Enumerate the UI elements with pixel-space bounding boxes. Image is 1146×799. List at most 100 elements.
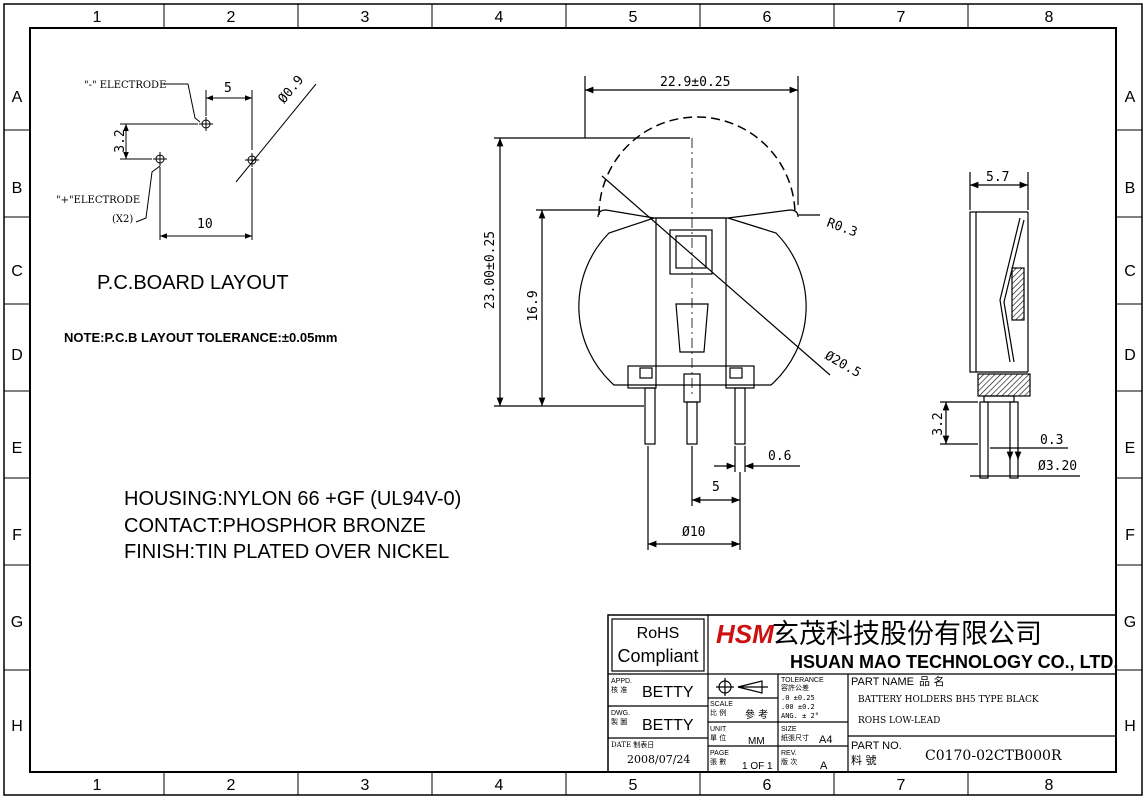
title-block: RoHS Compliant HSM 玄茂科技股份有限公司 HSUAN MAO …: [611, 619, 1118, 772]
size-label: SIZE: [781, 726, 797, 733]
date-value: 2008/07/24: [627, 753, 690, 766]
dim-side-width: 5.7: [986, 170, 1009, 185]
unit-value: MM: [748, 736, 765, 747]
part-name-cn: 品 名: [919, 674, 945, 688]
appd-name: BETTY: [642, 684, 694, 701]
page-label: PAGE: [710, 750, 729, 757]
dim-10: 10: [197, 217, 213, 232]
side-view: [940, 172, 1080, 479]
page-value: 1 OF 1: [742, 761, 773, 772]
dim-inner-height: 16.9: [526, 290, 541, 321]
col-label-bottom: 6: [763, 777, 772, 794]
tol-3: ANG. ± 2°: [781, 712, 819, 720]
row-label-right: G: [1124, 614, 1136, 631]
dim-thickness: 0.3: [1040, 433, 1063, 448]
rohs-line2: Compliant: [617, 646, 698, 666]
part-name-2: ROHS LOW-LEAD: [858, 716, 940, 726]
col-label-top: 3: [361, 9, 370, 26]
tol-label: TOLERANCE: [781, 677, 824, 684]
col-label-top: 8: [1045, 9, 1054, 26]
rev-cn: 版 次: [781, 757, 797, 766]
dim-side-dia: Ø3.20: [1038, 459, 1077, 474]
rohs-line1: RoHS: [637, 625, 680, 642]
dwg-cn: 製 圖: [611, 717, 627, 726]
rev-value: A: [820, 760, 828, 772]
row-label-left: G: [11, 614, 23, 631]
part-no-cn: 料 號: [851, 753, 877, 767]
pos-electrode-count: (X2): [112, 214, 133, 225]
scale-cn: 比 例: [710, 708, 726, 717]
side-view-dims: 5.7 3.2 0.3 Ø3.20: [931, 170, 1077, 474]
part-no-value: C0170-02CTB000R: [925, 748, 1062, 764]
col-label-bottom: 4: [495, 777, 504, 794]
row-label-left: H: [11, 718, 23, 735]
col-label-bottom: 7: [897, 777, 906, 794]
pcb-layout-text: "-" ELECTRODE "+"ELECTRODE (X2) 5 3.2 10…: [56, 73, 337, 345]
dim-3-2: 3.2: [113, 129, 128, 152]
company-name-en: HSUAN MAO TECHNOLOGY CO., LTD.: [790, 652, 1118, 672]
col-label-top: 2: [227, 9, 236, 26]
col-label-top: 7: [897, 9, 906, 26]
row-label-left: A: [12, 89, 23, 106]
row-label-right: F: [1125, 527, 1135, 544]
col-label-bottom: 8: [1045, 777, 1054, 794]
pcb-layout-view: [120, 83, 317, 240]
pcb-note: NOTE:P.C.B LAYOUT TOLERANCE:±0.05mm: [64, 330, 337, 345]
date-label: DATE 制表日: [611, 740, 654, 749]
front-view: [494, 76, 831, 550]
unit-label: UNIT: [710, 726, 727, 733]
row-label-left: D: [11, 347, 23, 364]
col-label-bottom: 5: [629, 777, 638, 794]
zone-labels: 1 2 3 4 5 6 7 8 1 2 3 4 5 6 7 8 A B C D …: [11, 9, 1136, 794]
col-label-bottom: 3: [361, 777, 370, 794]
dim-battery-dia: Ø20.5: [822, 348, 863, 381]
unit-cn: 單 位: [710, 733, 726, 742]
row-label-right: C: [1124, 263, 1136, 280]
col-label-top: 1: [93, 9, 102, 26]
scale-value: 參 考: [745, 708, 768, 721]
row-label-left: E: [12, 440, 23, 457]
row-label-right: H: [1124, 718, 1136, 735]
tol-1: .0 ±0.25: [781, 694, 815, 702]
appd-cn: 核 准: [611, 685, 627, 694]
pos-electrode-label: "+"ELECTRODE: [56, 195, 140, 206]
col-label-top: 5: [629, 9, 638, 26]
company-name-cn: 玄茂科技股份有限公司: [772, 619, 1042, 650]
row-label-left: F: [12, 527, 22, 544]
dim-hole: Ø0.9: [276, 73, 308, 107]
rev-label: REV.: [781, 750, 797, 757]
dwg-label: DWG.: [611, 710, 630, 717]
part-name-label: PART NAME: [851, 676, 914, 688]
part-no-label: PART NO.: [851, 740, 902, 752]
finish-spec: FINISH:TIN PLATED OVER NICKEL: [124, 541, 449, 563]
col-label-top: 4: [495, 9, 504, 26]
row-label-right: E: [1125, 440, 1136, 457]
pcb-title: P.C.BOARD LAYOUT: [97, 272, 289, 294]
row-label-left: C: [11, 263, 23, 280]
dim-pitch: 5: [712, 480, 720, 495]
part-name-1: BATTERY HOLDERS BH5 TYPE BLACK: [858, 695, 1039, 705]
col-label-bottom: 2: [227, 777, 236, 794]
tol-2: .00 ±0.2: [781, 703, 815, 711]
size-value: A4: [819, 734, 832, 746]
title-block-lines: [607, 614, 1117, 773]
col-label-bottom: 1: [93, 777, 102, 794]
neg-electrode-label: "-" ELECTRODE: [84, 80, 166, 91]
dim-height: 23.00±0.25: [483, 231, 498, 309]
tol-cn: 容許公差: [781, 683, 809, 692]
contact-spec: CONTACT:PHOSPHOR BRONZE: [124, 515, 426, 537]
dim-pin-len: 3.2: [931, 412, 946, 435]
dwg-name: BETTY: [642, 717, 694, 734]
row-label-right: D: [1124, 347, 1136, 364]
housing-spec: HOUSING:NYLON 66 +GF (UL94V-0): [124, 488, 461, 510]
scale-label: SCALE: [710, 701, 733, 708]
row-label-right: B: [1125, 180, 1136, 197]
size-cn: 紙張尺寸: [781, 733, 809, 742]
page-cn: 張 數: [710, 757, 726, 766]
col-label-top: 6: [763, 9, 772, 26]
dim-pin: 0.6: [768, 449, 791, 464]
dim-width: 22.9±0.25: [660, 75, 730, 90]
appd-label: APPD.: [611, 678, 632, 685]
dim-span: Ø10: [682, 525, 705, 540]
